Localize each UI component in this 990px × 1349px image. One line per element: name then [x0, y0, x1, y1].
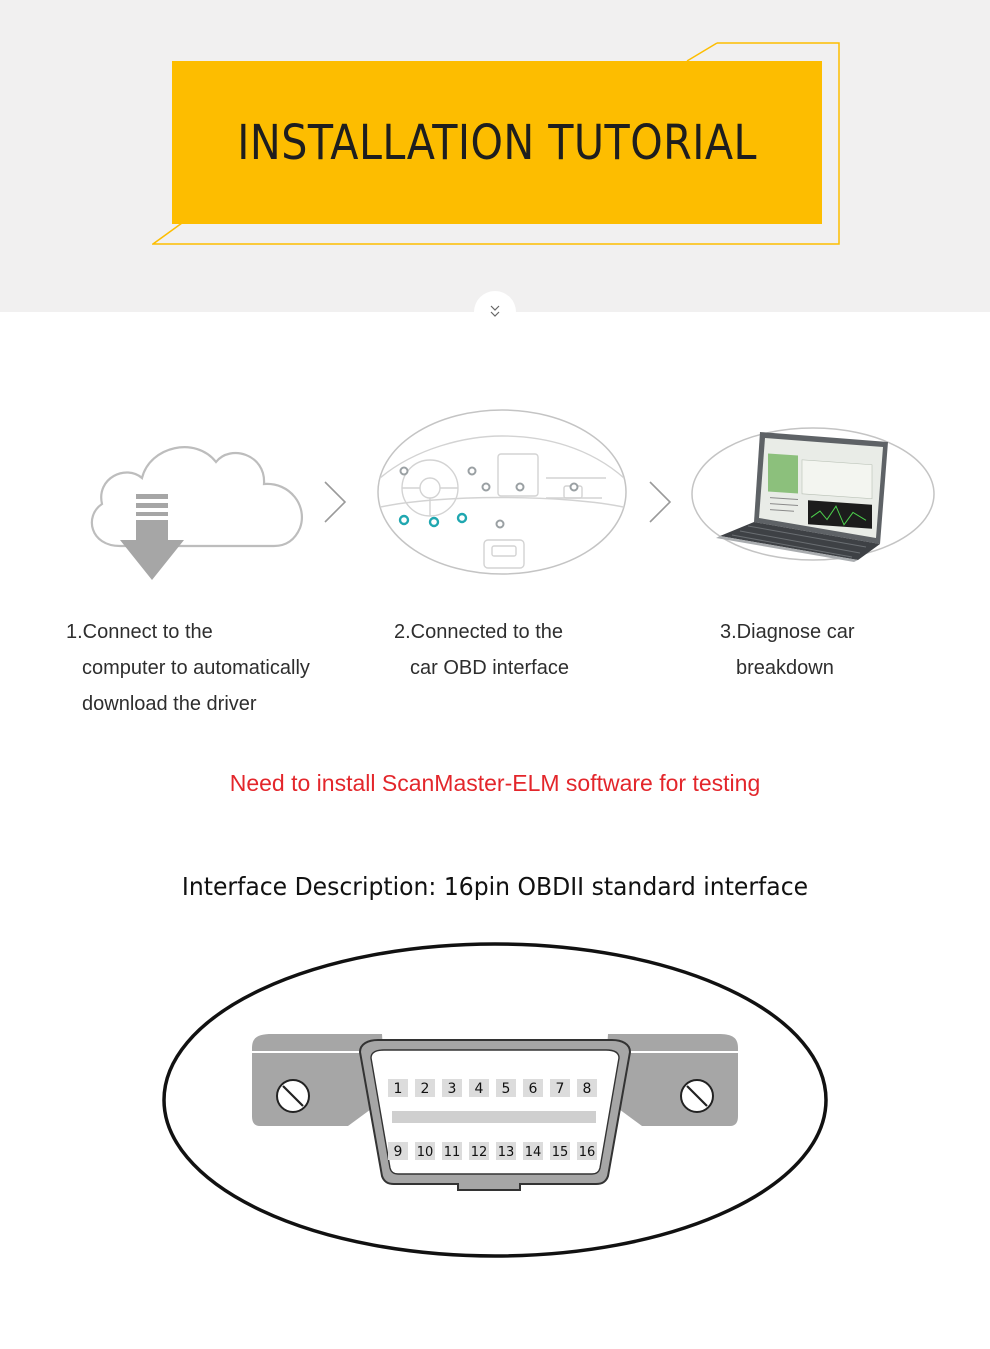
laptop-icon — [691, 427, 935, 562]
step-text-line: 2.Connected to the — [394, 621, 564, 643]
pin-box — [496, 1142, 516, 1160]
interface-title: Interface Description: 16pin OBDII stand… — [181, 872, 809, 901]
pin-label: 9 — [394, 1144, 403, 1160]
page-title: INSTALLATION TUTORIAL — [237, 114, 757, 171]
left-mount-tab — [252, 1034, 386, 1126]
title-banner: INSTALLATION TUTORIAL — [172, 61, 822, 224]
pin-label: 8 — [583, 1081, 592, 1097]
pin-label: 11 — [444, 1145, 461, 1160]
software-notice: Need to install ScanMaster-ELM software … — [229, 770, 761, 796]
car-dashboard-icon — [377, 409, 627, 575]
pin-label: 7 — [556, 1081, 565, 1097]
step-text-line: 3.Diagnose car — [720, 621, 855, 643]
step-text-line: breakdown — [736, 657, 834, 679]
pin-label: 4 — [475, 1081, 484, 1097]
pin-label: 2 — [421, 1081, 430, 1097]
chevron-right-icon — [649, 481, 672, 523]
title-frame-outline — [152, 42, 840, 245]
pin-box — [523, 1079, 543, 1097]
pin-box — [388, 1079, 408, 1097]
chevron-right-icon — [324, 481, 347, 523]
right-mount-tab — [604, 1034, 738, 1126]
pin-box — [415, 1142, 435, 1160]
pin-box — [496, 1079, 516, 1097]
pin-box — [442, 1079, 462, 1097]
step-3-description: 3.Diagnose car breakdown — [720, 614, 855, 686]
pin-box — [442, 1142, 462, 1160]
chevron-down-icon — [490, 305, 500, 317]
pin-label: 13 — [498, 1145, 515, 1160]
pin-label: 16 — [579, 1145, 596, 1160]
pin-label: 15 — [552, 1145, 569, 1160]
pin-row-top: 1 2 3 4 5 6 7 8 — [388, 1079, 597, 1097]
connector-body — [358, 1039, 632, 1191]
pin-box — [523, 1142, 543, 1160]
scroll-down-button[interactable] — [474, 291, 516, 333]
pin-box — [577, 1079, 597, 1097]
pin-label: 12 — [471, 1145, 488, 1160]
step-text-line: computer to automatically — [82, 657, 310, 679]
step-text-line: 1.Connect to the — [66, 621, 213, 643]
step-1-description: 1.Connect to the computer to automatical… — [66, 614, 310, 722]
pin-label: 3 — [448, 1081, 457, 1097]
pin-label: 5 — [502, 1081, 511, 1097]
step-2-description: 2.Connected to the car OBD interface — [394, 614, 569, 686]
pin-box — [469, 1079, 489, 1097]
pin-box — [388, 1142, 408, 1160]
pin-row-bottom: 9 10 11 12 13 14 15 16 — [388, 1142, 597, 1160]
pin-label: 1 — [394, 1081, 403, 1097]
cloud-download-icon — [90, 446, 303, 580]
step-text-line: car OBD interface — [410, 657, 569, 679]
pin-label: 6 — [529, 1081, 538, 1097]
pin-box — [415, 1079, 435, 1097]
pin-box — [550, 1142, 570, 1160]
pin-label: 10 — [417, 1145, 434, 1160]
pin-box — [550, 1079, 570, 1097]
pin-box — [469, 1142, 489, 1160]
pin-box — [577, 1142, 597, 1160]
step-text-line: download the driver — [82, 693, 257, 715]
pin-label: 14 — [525, 1145, 542, 1160]
